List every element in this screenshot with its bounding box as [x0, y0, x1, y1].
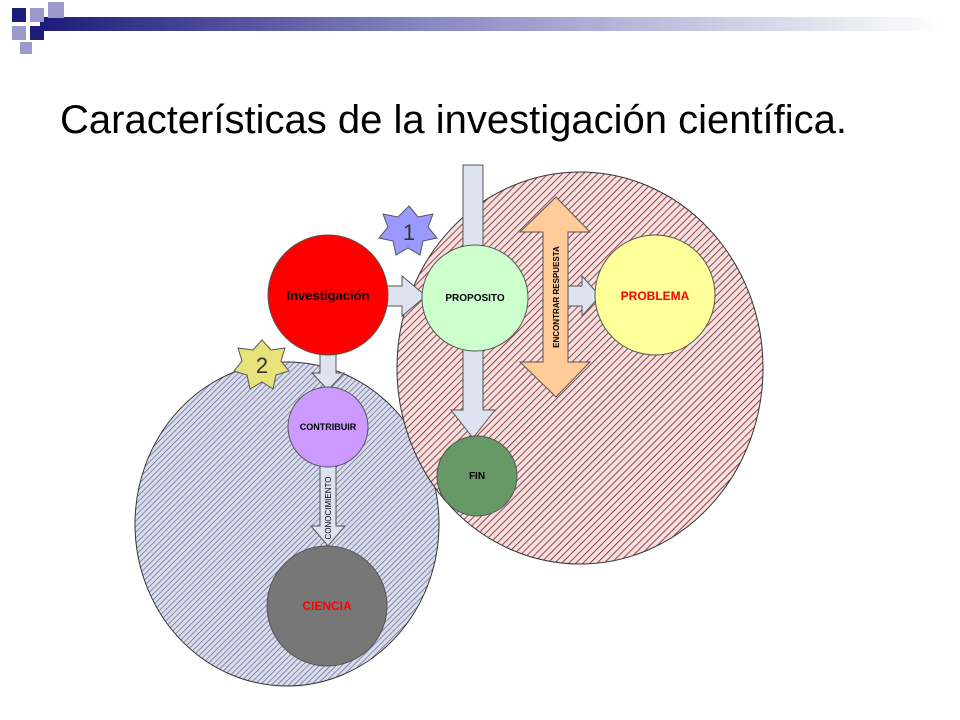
arrow-investigacion-to-contribuir	[310, 352, 346, 391]
slide-title: Características de la investigación cien…	[60, 98, 848, 142]
label-problema: PROBLEMA	[621, 289, 690, 303]
arrow-to-problema	[565, 274, 601, 318]
header-square-dark-2	[48, 2, 64, 18]
header-square-light-1	[30, 8, 44, 22]
star-marker-2	[233, 339, 290, 390]
node-fin	[436, 435, 518, 517]
star-marker-1	[378, 205, 438, 256]
header-square-dark-3	[30, 26, 44, 40]
node-ciencia	[266, 545, 388, 667]
header-square-light-3	[20, 42, 32, 54]
label-ciencia: CIENCIA	[302, 599, 352, 613]
label-contribuir: CONTRIBUIR	[300, 422, 357, 432]
node-contribuir	[287, 386, 369, 468]
star-marker-2-number: 2	[256, 353, 268, 378]
label-proposito: PROPOSITO	[445, 293, 504, 304]
header-decoration	[12, 2, 940, 54]
header-square-dark-1	[12, 8, 26, 22]
star-marker-1-number: 1	[403, 220, 415, 245]
label-investigacion: Investigación	[286, 288, 369, 303]
label-fin: FIN	[469, 471, 485, 482]
header-gradient-bar	[40, 17, 940, 31]
node-investigacion	[267, 234, 389, 356]
encontrar-respuesta-double-arrow	[518, 196, 592, 398]
conocimiento-arrow	[309, 465, 347, 547]
header-square-light-2	[12, 26, 26, 40]
node-problema	[594, 234, 716, 356]
label-encontrar-respuesta: ENCONTRAR RESPUESTA	[552, 246, 561, 348]
node-proposito	[421, 244, 529, 352]
label-conocimiento: CONOCIMIENTO	[324, 477, 333, 540]
